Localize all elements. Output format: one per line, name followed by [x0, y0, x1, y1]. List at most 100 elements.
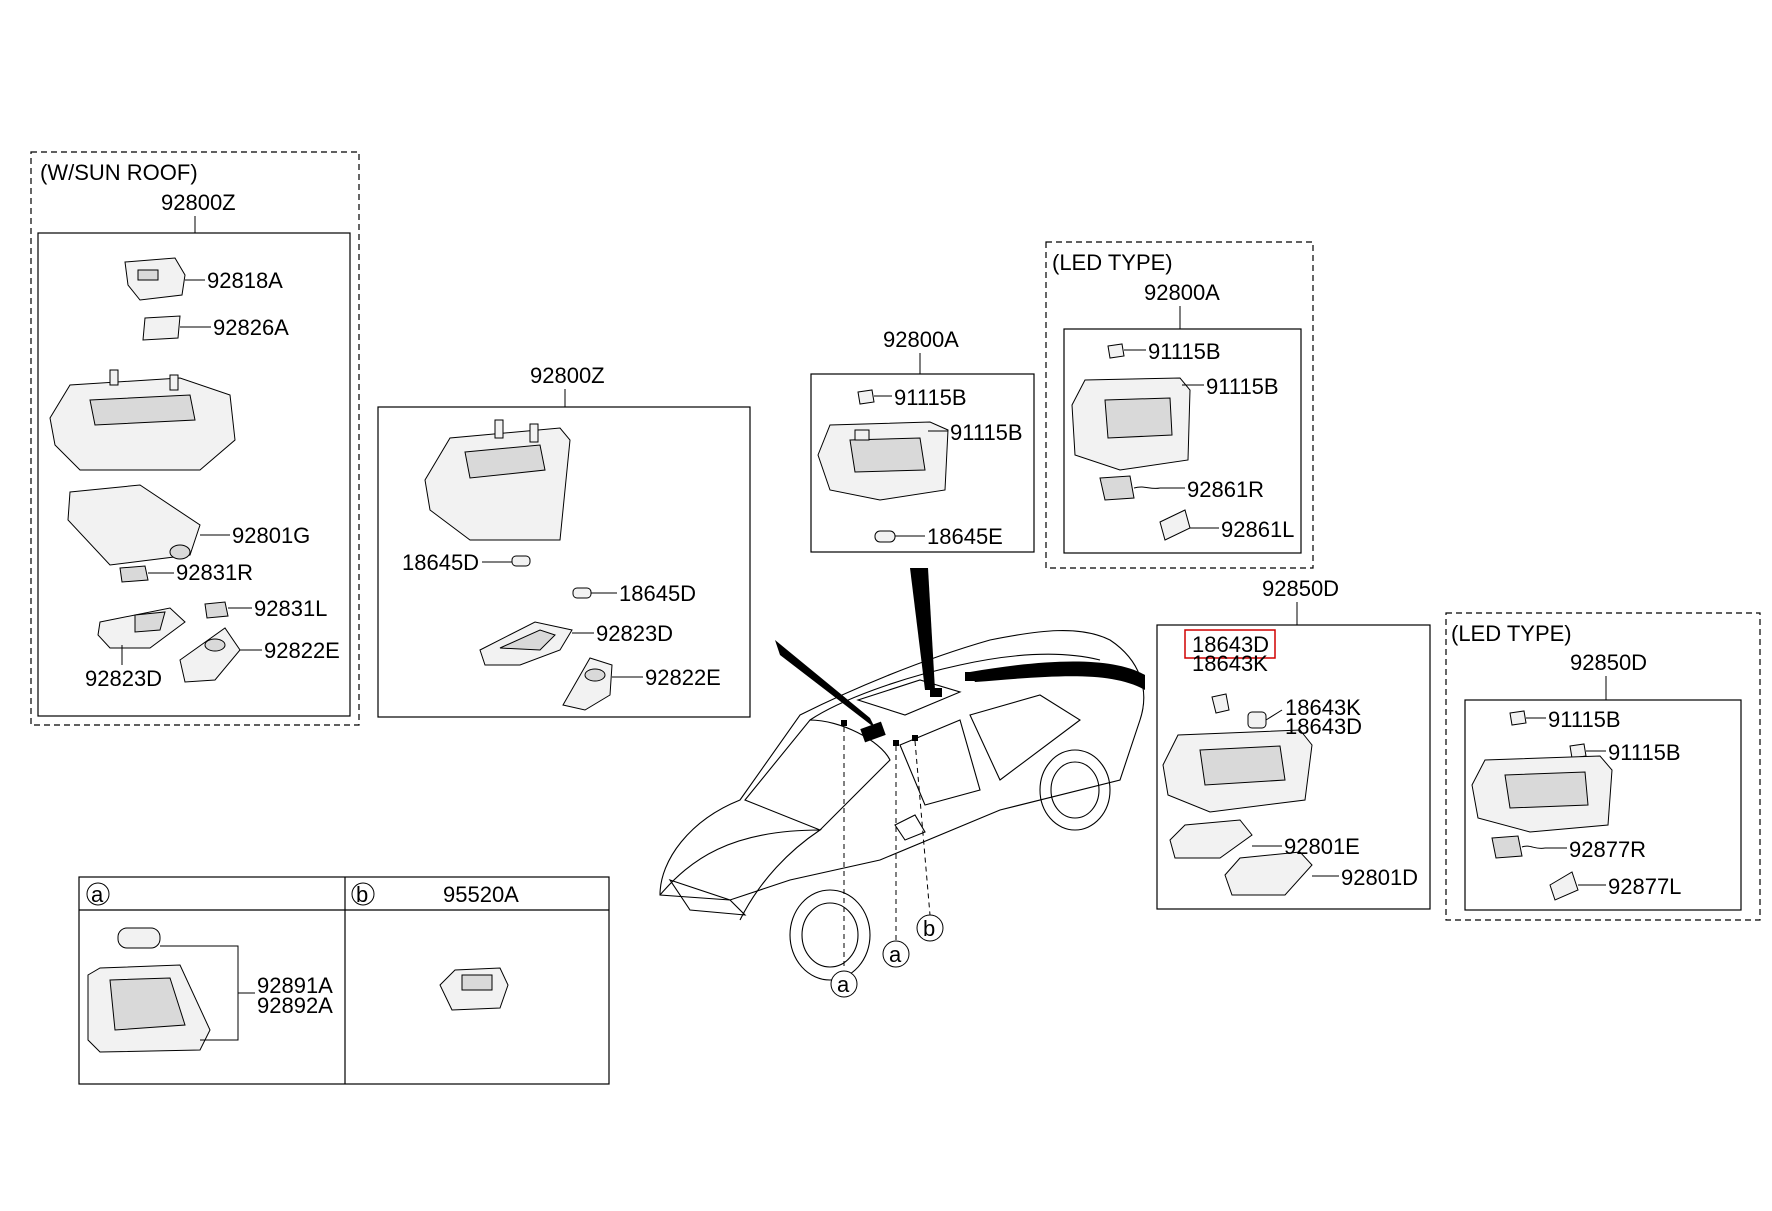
group-center-a: 92800A 91115B 91115B 18645E — [810, 327, 1035, 553]
bulb-k2-drawing — [1247, 711, 1267, 729]
part-label: 18645D — [402, 550, 479, 575]
car-marker-a1-circle — [830, 970, 858, 998]
part-label: 92892A — [257, 993, 333, 1018]
group-center-a-box — [810, 373, 1035, 553]
part-label: 91115B — [894, 385, 967, 410]
part-label: 92877L — [1608, 874, 1681, 899]
legend-b-marker-circle — [351, 882, 375, 906]
car-marker-b-circle — [916, 914, 944, 942]
clip-led-d1-drawing — [1509, 710, 1527, 726]
pointer-wedge — [910, 568, 935, 690]
group-led-d: (LED TYPE) 92850D 91115B 91115B 92877R 9… — [1445, 612, 1761, 921]
lens-e-drawing — [179, 627, 241, 683]
courtesy-lamp-drawing — [87, 927, 211, 1053]
group-led-a-assembly: 92800A — [1144, 280, 1220, 305]
bulb-d2-drawing — [572, 587, 592, 599]
part-label: 18643K — [1192, 651, 1268, 676]
group-sunroof: (W/SUN ROOF) 92800Z — [30, 151, 360, 726]
group-led-a-box — [1063, 328, 1302, 554]
led-d-r-drawing — [1491, 835, 1546, 859]
part-label: 91115B — [1206, 374, 1279, 399]
highlighted-part-frame — [1184, 629, 1276, 659]
car-illustration: a a b — [659, 568, 1145, 998]
part-label: 92801G — [232, 523, 310, 548]
legend-a-marker: a — [91, 882, 104, 907]
group-center-z-box — [377, 406, 751, 718]
car-marker: a — [889, 942, 902, 967]
sunroof-module-drawing — [124, 257, 186, 301]
housing-led-d-drawing — [1471, 755, 1613, 833]
part-label: 18643K — [1285, 695, 1361, 720]
group-rear-d: 92850D 18643D 18643K 18643K 18643D 92801… — [1156, 576, 1431, 910]
part-label: 18643D — [1192, 632, 1269, 657]
led-r-drawing — [1099, 475, 1161, 501]
group-rear-d-assembly: 92850D — [1262, 576, 1339, 601]
part-label: 92826A — [213, 315, 289, 340]
part-label: 18643D — [1285, 714, 1362, 739]
housing-led-a-drawing — [1071, 377, 1191, 471]
car-marker-a2-circle — [882, 940, 910, 968]
part-label: 18645D — [619, 581, 696, 606]
group-center-z: 92800Z 18645D 18645D 92823D 9282 — [377, 363, 751, 718]
legend-table-border — [78, 876, 610, 1085]
part-label: 91115B — [1548, 707, 1621, 732]
part-label: 92877R — [1569, 837, 1646, 862]
group-led-a-title: (LED TYPE) — [1052, 250, 1173, 275]
lens-d-drawing — [97, 607, 186, 649]
legend-table: a b 95520A 92891A 92892A — [78, 876, 610, 1085]
legend-b-part: 95520A — [443, 882, 519, 907]
part-label: 92823D — [85, 666, 162, 691]
bulb-d1-drawing — [511, 555, 531, 567]
part-label: 92801D — [1341, 865, 1418, 890]
switch-b-drawing — [439, 967, 509, 1011]
part-label: 91115B — [1608, 740, 1681, 765]
group-led-d-assembly: 92850D — [1570, 650, 1647, 675]
part-label: 92818A — [207, 268, 283, 293]
legend-b-marker: b — [356, 882, 368, 907]
part-label: 92823D — [596, 621, 673, 646]
switch-r-drawing — [119, 565, 149, 583]
led-d-l-drawing — [1549, 871, 1579, 901]
bulb-e-drawing — [874, 530, 896, 543]
housing-a-drawing — [817, 421, 949, 501]
part-label: 92861L — [1221, 517, 1294, 542]
group-sunroof-box — [37, 232, 351, 717]
part-label: 92831L — [254, 596, 327, 621]
lens-e-z-drawing — [562, 657, 613, 711]
group-center-a-assembly: 92800A — [883, 327, 959, 352]
part-label: 92861R — [1187, 477, 1264, 502]
car-marker: a — [837, 972, 850, 997]
legend-a-marker-circle — [86, 882, 110, 906]
lens-e-d-drawing — [1169, 819, 1253, 859]
bracket-drawing — [142, 315, 181, 341]
part-label: 91115B — [1148, 339, 1221, 364]
lens-d-z-drawing — [479, 621, 573, 666]
part-label: 92891A — [257, 973, 333, 998]
part-label: 92801E — [1284, 834, 1360, 859]
car-marker: b — [923, 916, 935, 941]
clip-led1-drawing — [1107, 343, 1125, 359]
group-led-a: (LED TYPE) 92800A 91115B 91115B 92861R 9… — [1045, 241, 1314, 569]
part-label: 91115B — [950, 420, 1023, 445]
group-led-a-dashed-border — [1045, 241, 1314, 569]
pointer-wedge — [775, 640, 875, 728]
tray-drawing — [67, 484, 201, 566]
switch-l-drawing — [204, 601, 229, 619]
group-rear-d-box — [1156, 624, 1431, 910]
lens-d-d-drawing — [1224, 851, 1313, 896]
clip-led-d2-drawing — [1569, 743, 1587, 759]
part-label: 18645E — [927, 524, 1003, 549]
group-led-d-title: (LED TYPE) — [1451, 621, 1572, 646]
group-center-z-assembly: 92800Z — [530, 363, 605, 388]
bulb-k-drawing — [1211, 693, 1230, 714]
housing-d-drawing — [1162, 729, 1313, 813]
group-sunroof-assembly: 92800Z — [161, 190, 236, 215]
pointer-wedge — [970, 661, 1145, 690]
part-label: 92822E — [264, 638, 340, 663]
console-z-drawing — [424, 419, 571, 541]
part-label: 92831R — [176, 560, 253, 585]
console-drawing — [49, 369, 236, 471]
led-l-drawing — [1159, 509, 1191, 541]
clip1-drawing — [857, 389, 875, 405]
